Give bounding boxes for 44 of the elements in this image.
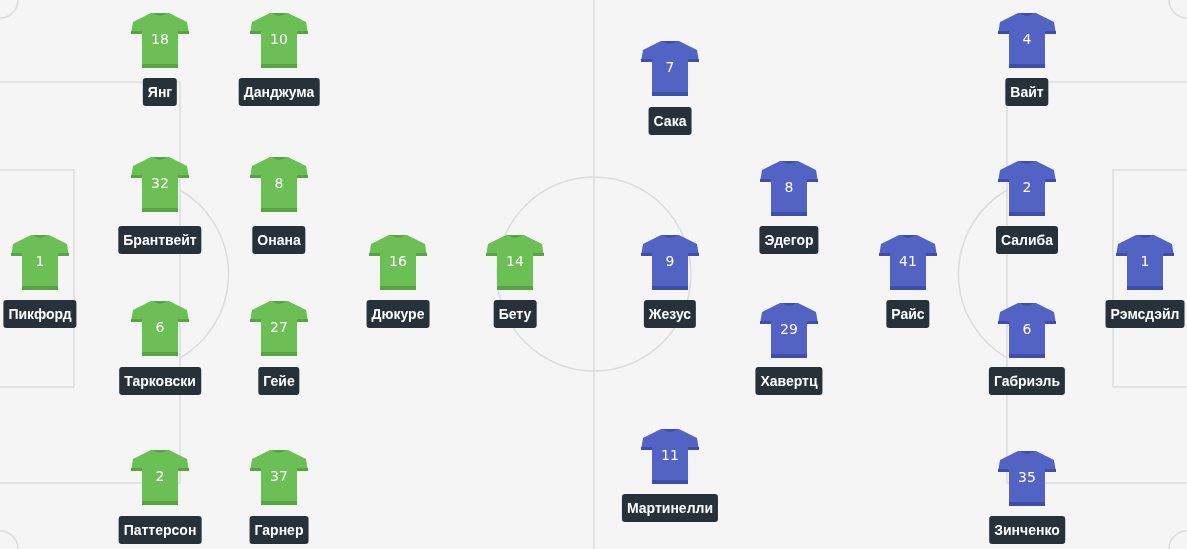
shirt-number: 6 — [1021, 320, 1033, 338]
player-name-tag: Пикфорд — [3, 300, 77, 328]
shirt-number: 29 — [779, 320, 799, 338]
player-name-tag: Паттерсон — [118, 516, 202, 544]
shirt-number: 2 — [1021, 178, 1033, 196]
player-name-tag: Янг — [142, 78, 178, 106]
player-name-tag: Райс — [886, 300, 930, 328]
shirt-number: 16 — [388, 252, 408, 270]
shirt-number: 11 — [660, 446, 680, 464]
player-name-tag: Габриэль — [988, 367, 1066, 395]
player-name-tag: Жезус — [643, 300, 697, 328]
shirt-number: 10 — [269, 30, 289, 48]
shirt-number: 9 — [664, 252, 676, 270]
shirt-number: 7 — [664, 58, 676, 76]
shirt-number: 37 — [269, 467, 289, 485]
player-name-tag: Онана — [252, 226, 306, 254]
shirt-number: 1 — [1139, 252, 1151, 270]
player-name-tag: Брантвейт — [118, 226, 202, 254]
shirt-number: 27 — [269, 318, 289, 336]
player-name-tag: Гарнер — [249, 516, 309, 544]
player-name-tag: Вайт — [1005, 78, 1049, 106]
shirt-number: 41 — [898, 252, 918, 270]
player-name-tag: Бету — [493, 300, 537, 328]
shirt-number: 35 — [1017, 468, 1037, 486]
player-name-tag: Сака — [648, 107, 692, 135]
shirt-number: 6 — [154, 318, 166, 336]
shirt-number: 1 — [34, 252, 46, 270]
shirt-number: 8 — [273, 174, 285, 192]
shirt-number: 8 — [783, 178, 795, 196]
player-name-tag: Гейе — [258, 367, 300, 395]
player-name-tag: Дюкуре — [366, 300, 430, 328]
player-name-tag: Рэмсдэйл — [1105, 300, 1185, 328]
shirt-number: 4 — [1021, 30, 1033, 48]
player-name-tag: Мартинелли — [621, 494, 719, 522]
player-name-tag: Салиба — [996, 226, 1058, 254]
shirt-number: 14 — [505, 252, 525, 270]
shirt-number: 32 — [150, 174, 170, 192]
player-name-tag: Данджума — [238, 78, 320, 106]
player-name-tag: Тарковски — [119, 367, 201, 395]
player-name-tag: Хавертц — [755, 367, 823, 395]
shirt-number: 2 — [154, 467, 166, 485]
player-name-tag: Зинченко — [989, 516, 1065, 544]
player-name-tag: Эдегор — [759, 226, 819, 254]
shirt-number: 18 — [150, 30, 170, 48]
